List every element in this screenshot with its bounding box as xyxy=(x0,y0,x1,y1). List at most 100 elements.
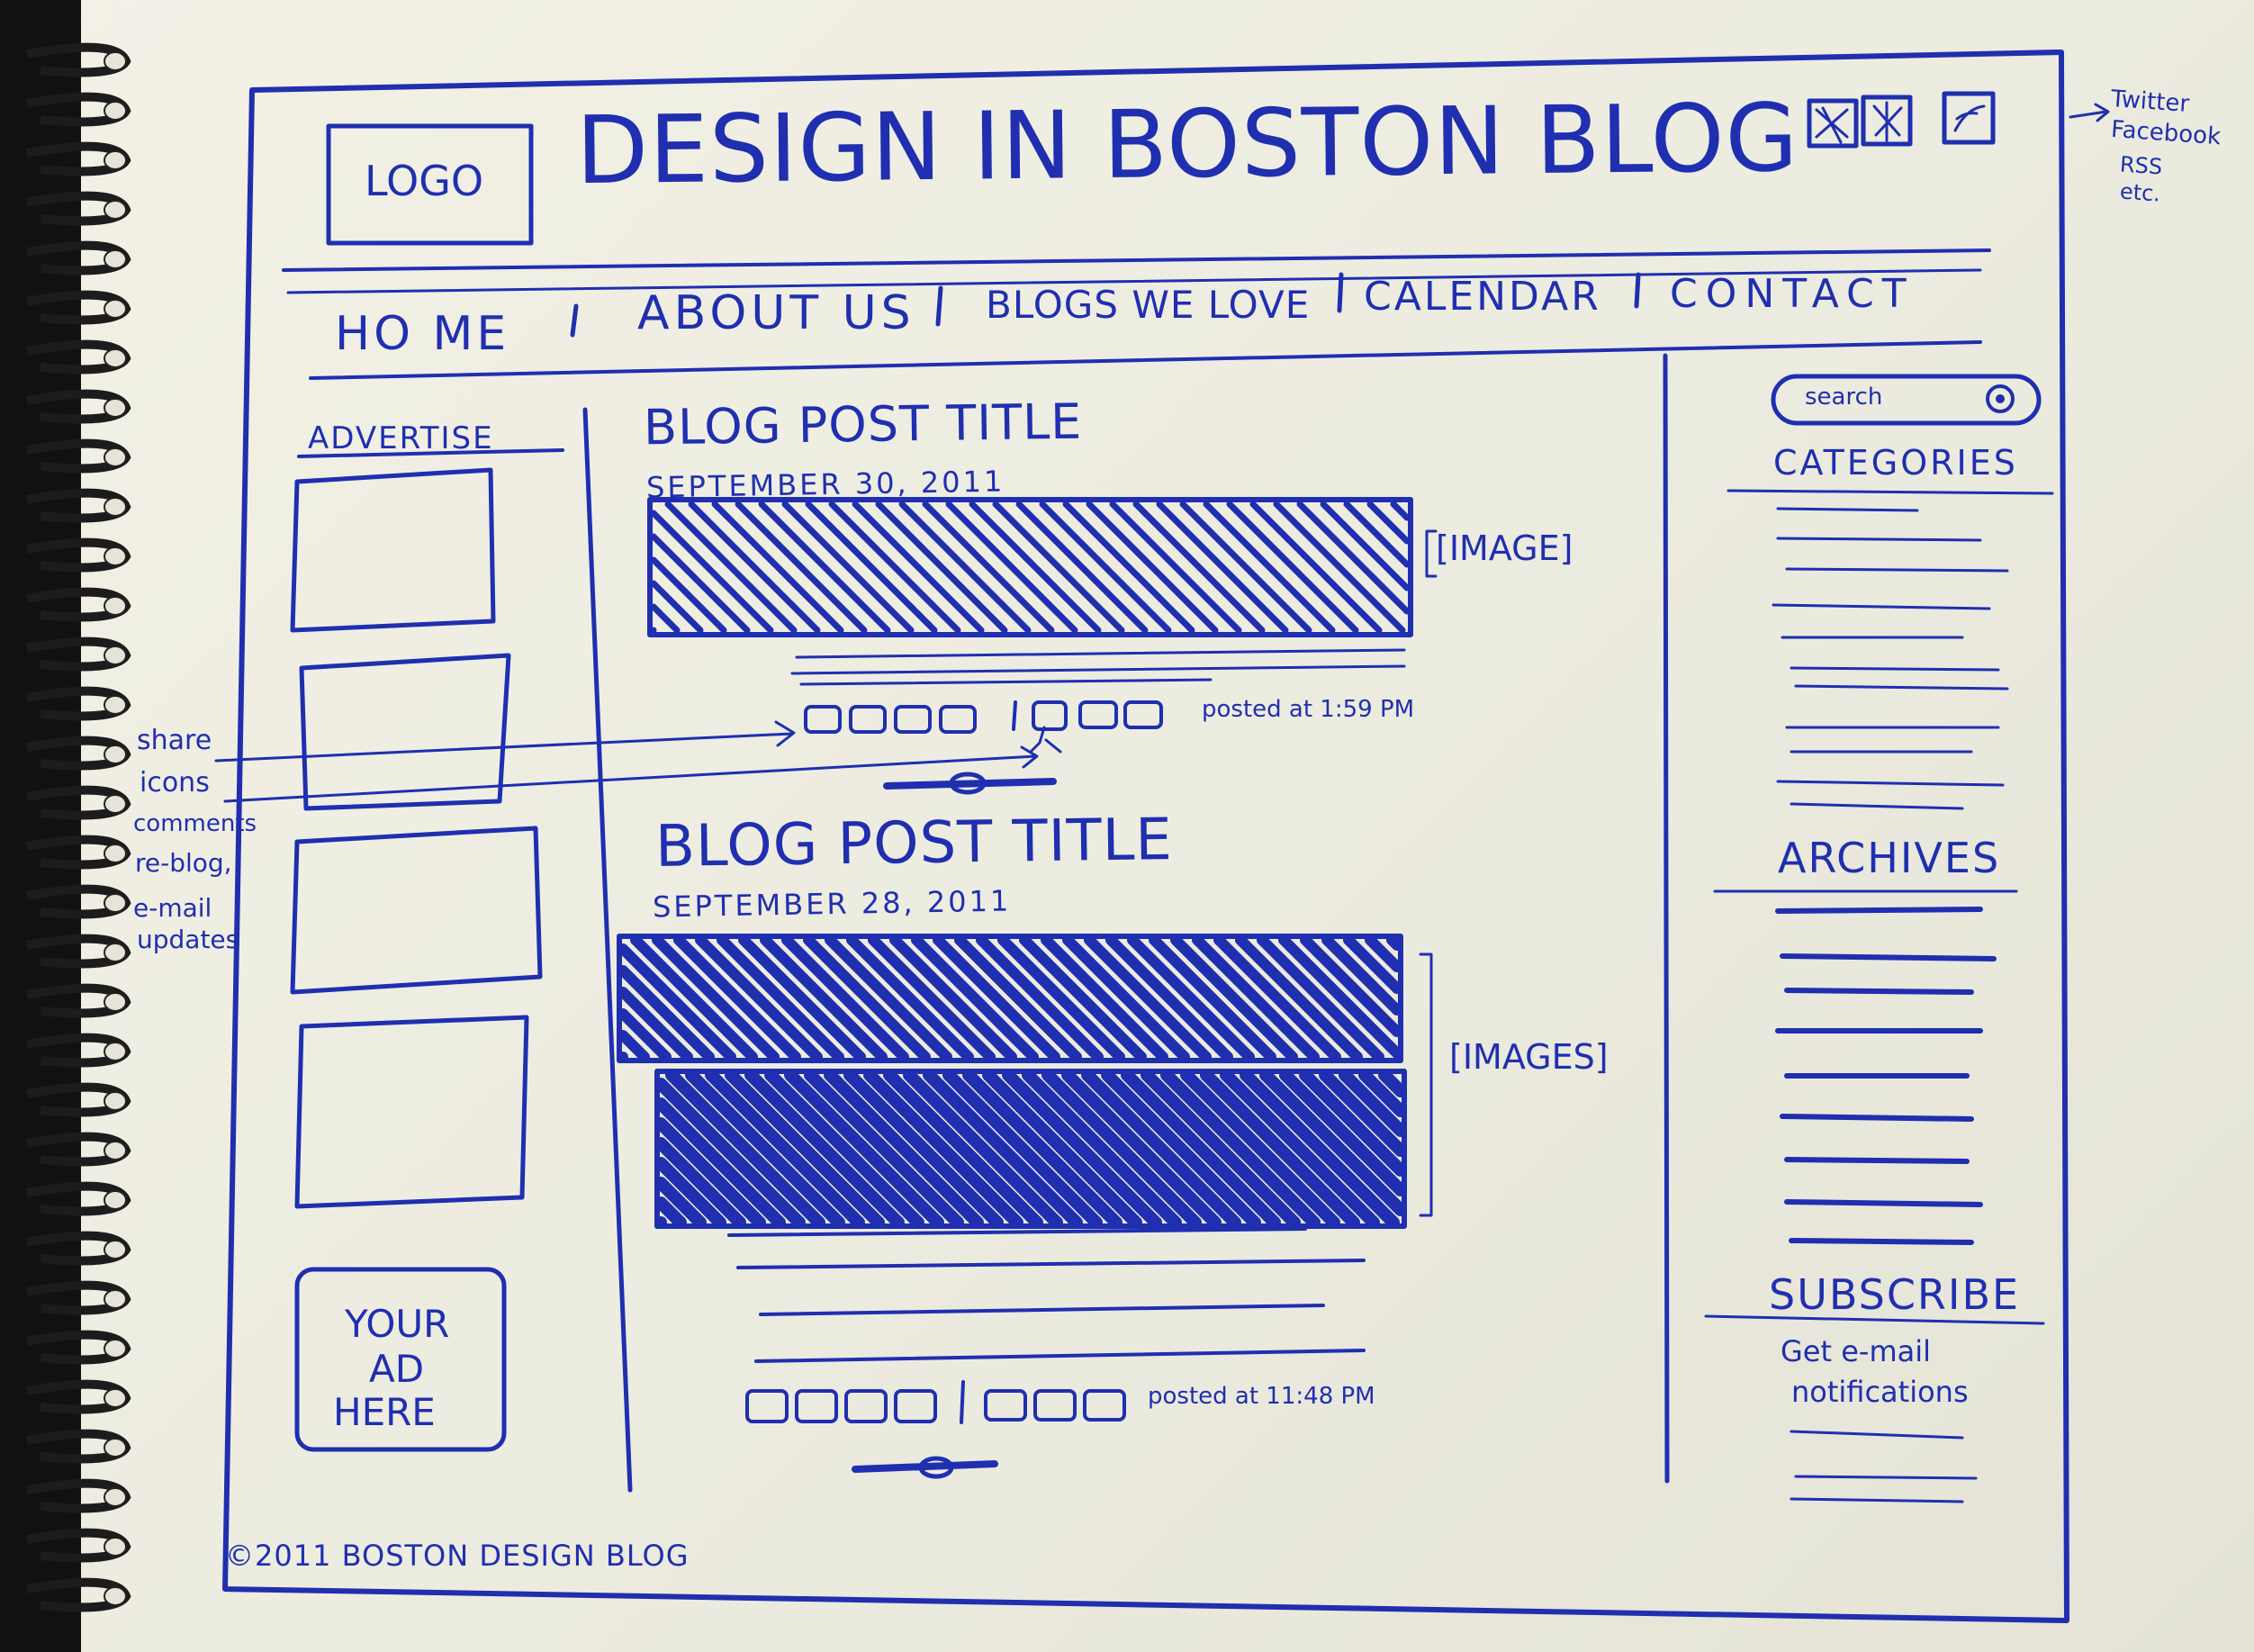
share-icon-box[interactable] xyxy=(849,705,887,734)
hatch-stroke xyxy=(654,1177,707,1229)
hatch-stroke xyxy=(618,987,693,1062)
subscribe-line xyxy=(1790,1430,1964,1440)
post-1-image[interactable] xyxy=(647,497,1413,637)
your-ad-line-3: HERE xyxy=(333,1390,436,1434)
social-note-arrow xyxy=(2069,103,2110,122)
advertise-underline xyxy=(297,448,564,458)
category-item-line[interactable] xyxy=(1794,684,2009,691)
spiral-hole xyxy=(104,348,127,368)
archive-item-line[interactable] xyxy=(1784,1157,1970,1164)
hatch-stroke xyxy=(1296,501,1411,615)
your-ad-line-2: AD xyxy=(369,1347,425,1391)
category-item-line[interactable] xyxy=(1790,802,1964,810)
share-icon-box[interactable] xyxy=(984,1389,1027,1422)
spiral-hole xyxy=(104,1042,127,1061)
search-placeholder[interactable]: search xyxy=(1805,384,1883,411)
spiral-hole xyxy=(104,1537,127,1557)
category-item-line[interactable] xyxy=(1776,537,1982,542)
annotation-line-2: icons xyxy=(140,767,210,799)
hatch-stroke xyxy=(652,934,780,1062)
hatch-stroke xyxy=(976,934,1104,1062)
nav-about-us[interactable]: ABOUT US xyxy=(637,286,915,340)
hatch-stroke xyxy=(868,934,996,1062)
post-1-title[interactable]: BLOG POST TITLE xyxy=(643,393,1083,456)
hatch-stroke xyxy=(654,1196,687,1229)
annotation-line-5: e-mail xyxy=(133,893,212,923)
nav-calendar[interactable]: CALENDAR xyxy=(1364,274,1601,320)
post-2-title[interactable]: BLOG POST TITLE xyxy=(654,806,1174,881)
hatch-stroke xyxy=(738,934,866,1062)
categories-list[interactable] xyxy=(1772,507,2009,810)
archive-item-line[interactable] xyxy=(1784,988,1974,995)
post-1-image-label: [IMAGE] xyxy=(1436,528,1573,568)
nav-blogs-we-love[interactable]: BLOGS WE LOVE xyxy=(986,283,1311,327)
hatch-stroke xyxy=(618,965,715,1062)
hatch-stroke xyxy=(654,1157,726,1229)
share-icon-box[interactable] xyxy=(1123,700,1163,729)
hatch-stroke xyxy=(852,501,985,634)
hatch-stroke xyxy=(846,934,974,1062)
categories-underline xyxy=(1727,489,2054,495)
hatch-stroke xyxy=(654,1097,786,1229)
category-item-line[interactable] xyxy=(1776,780,2005,787)
share-icon-box[interactable] xyxy=(1083,1389,1126,1422)
hatch-stroke xyxy=(685,1069,845,1229)
hatch-stroke xyxy=(1220,1069,1380,1229)
share-icon-box[interactable] xyxy=(894,1389,937,1423)
search-input[interactable] xyxy=(1771,374,2042,426)
share-icon-box[interactable] xyxy=(804,705,842,734)
hatch-stroke xyxy=(1240,1069,1400,1229)
hatch-stroke xyxy=(654,1078,806,1229)
archive-item-line[interactable] xyxy=(1775,907,1983,914)
post-2-text-line xyxy=(736,1259,1366,1269)
search-icon[interactable] xyxy=(1986,384,2015,413)
ad-slot-3[interactable] xyxy=(290,826,543,995)
archive-item-line[interactable] xyxy=(1780,1114,1974,1122)
your-ad-box[interactable] xyxy=(294,1267,507,1452)
post-2-date: SEPTEMBER 28, 2011 xyxy=(652,883,1012,925)
category-item-line[interactable] xyxy=(1776,507,1919,512)
post-2-share-icons[interactable] xyxy=(745,1389,1126,1423)
archives-list[interactable] xyxy=(1775,907,1997,1245)
category-item-line[interactable] xyxy=(1785,567,2009,573)
share-icon-box[interactable] xyxy=(795,1389,838,1423)
hatch-stroke xyxy=(1105,934,1233,1062)
annotation-arrow xyxy=(223,745,1039,803)
logo-label[interactable]: LOGO xyxy=(365,157,484,205)
hatch-stroke xyxy=(1081,1069,1241,1229)
share-icon-box[interactable] xyxy=(1033,1389,1077,1422)
hatch-stroke xyxy=(1213,934,1341,1062)
share-icon-box[interactable] xyxy=(939,705,977,734)
nav-separator xyxy=(935,285,943,327)
spiral-hole xyxy=(104,497,127,517)
archive-item-line[interactable] xyxy=(1789,1238,1974,1245)
post-1-date: SEPTEMBER 30, 2011 xyxy=(645,464,1005,505)
site-title[interactable]: DESIGN IN BOSTON BLOG xyxy=(575,82,1799,206)
archive-item-line[interactable] xyxy=(1784,1199,1983,1207)
category-item-line[interactable] xyxy=(1772,603,1991,610)
hatch-stroke xyxy=(1039,501,1172,634)
spiral-hole xyxy=(104,1190,127,1210)
nav-contact[interactable]: CONTACT xyxy=(1670,271,1915,317)
share-icon-box[interactable] xyxy=(844,1389,888,1423)
ad-slot-4[interactable] xyxy=(294,1015,529,1209)
category-item-line[interactable] xyxy=(1790,666,2000,672)
post-1-share-icons[interactable] xyxy=(804,700,1163,734)
spiral-hole xyxy=(104,398,127,418)
subscribe-line xyxy=(1790,1497,1964,1503)
share-icon-box[interactable] xyxy=(894,705,932,734)
nav-home[interactable]: HO ME xyxy=(335,307,510,361)
outer-frame xyxy=(222,50,2069,1623)
archive-item-line[interactable] xyxy=(1780,953,1997,961)
ad-slot-2[interactable] xyxy=(299,653,511,811)
ad-slot-1[interactable] xyxy=(290,467,496,633)
hatch-stroke xyxy=(804,1069,964,1229)
share-icon-box[interactable] xyxy=(1032,700,1068,731)
nav-separator xyxy=(570,303,579,338)
hatch-stroke xyxy=(942,1069,1103,1229)
share-icon-box[interactable] xyxy=(1078,700,1118,729)
share-icon-box[interactable] xyxy=(745,1389,789,1423)
post-2-end-divider xyxy=(852,1460,998,1473)
hatch-stroke xyxy=(805,501,938,634)
